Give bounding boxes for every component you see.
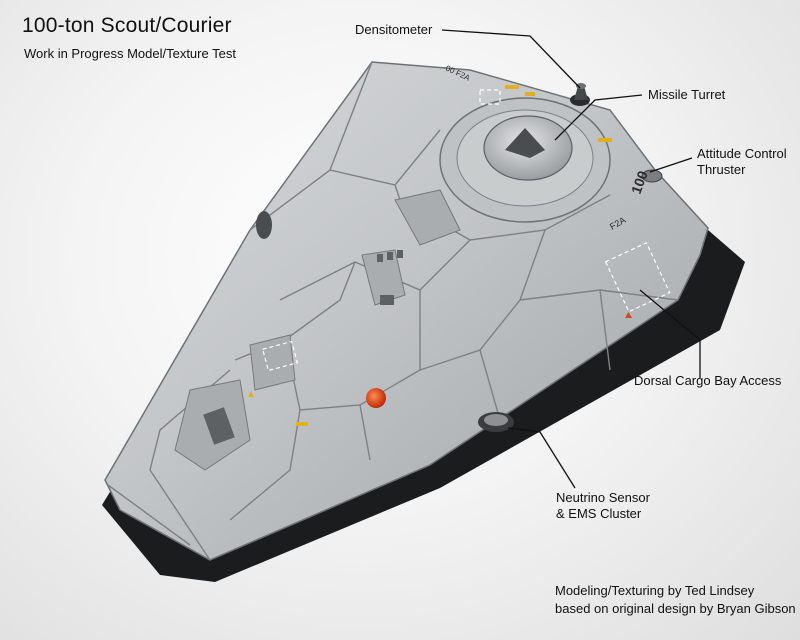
- neutrino-sensor: [478, 412, 514, 432]
- hull-detail-blocks: [203, 250, 403, 445]
- callout-attitude-thruster: Attitude Control Thruster: [697, 146, 787, 178]
- hazard-markings: [248, 85, 612, 426]
- callout-leaders: [441, 29, 701, 489]
- page-title: 100-ton Scout/Courier: [22, 14, 232, 37]
- callout-densitometer: Densitometer: [355, 22, 433, 37]
- credits-line1: Modeling/Texturing by Ted Lindsey: [555, 583, 755, 598]
- callout-attitude-thruster-line2: Thruster: [697, 162, 746, 177]
- page-subtitle: Work in Progress Model/Texture Test: [24, 46, 236, 61]
- credits-line2: based on original design by Bryan Gibson: [555, 601, 796, 616]
- credits: Modeling/Texturing by Ted Lindsey based …: [555, 582, 796, 618]
- hull-outlines: [261, 89, 671, 372]
- hull-registry-1: 100: [628, 168, 651, 196]
- callout-missile-turret: Missile Turret: [648, 87, 726, 102]
- callout-neutrino-line1: Neutrino Sensor: [556, 490, 650, 505]
- red-beacon: [366, 388, 386, 408]
- hull-recesses: [174, 189, 461, 471]
- callout-attitude-thruster-line1: Attitude Control: [697, 146, 787, 161]
- callout-neutrino-sensor: Neutrino Sensor & EMS Cluster: [556, 490, 650, 522]
- attitude-thruster: [641, 169, 663, 183]
- callout-dorsal-cargo: Dorsal Cargo Bay Access: [634, 373, 782, 388]
- callout-neutrino-line2: & EMS Cluster: [556, 506, 642, 521]
- densitometer-sensor: [570, 83, 590, 106]
